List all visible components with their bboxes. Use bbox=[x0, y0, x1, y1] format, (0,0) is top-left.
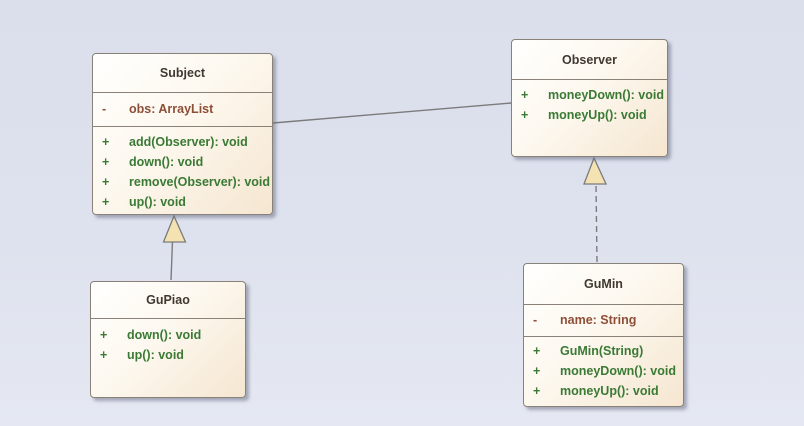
method-signature: up(): void bbox=[129, 195, 186, 209]
attribute-row[interactable]: - obs: ArrayList bbox=[93, 99, 272, 119]
class-observer[interactable]: Observer + moneyDown(): void + moneyUp()… bbox=[511, 39, 668, 157]
method-signature: moneyDown(): void bbox=[560, 364, 676, 378]
method-row[interactable]: + up(): void bbox=[93, 192, 272, 212]
visibility-symbol: + bbox=[100, 348, 108, 362]
class-gupiao[interactable]: GuPiao + down(): void + up(): void bbox=[90, 281, 246, 398]
visibility-symbol: + bbox=[102, 135, 110, 149]
generalization-gupiao-subject[interactable] bbox=[162, 214, 187, 281]
visibility-symbol: + bbox=[102, 195, 110, 209]
attribute-row[interactable]: - name: String bbox=[524, 310, 683, 330]
class-title: GuPiao bbox=[146, 293, 190, 307]
method-row[interactable]: + moneyDown(): void bbox=[512, 85, 667, 105]
attributes-compartment: - obs: ArrayList bbox=[93, 92, 272, 126]
method-row[interactable]: + moneyDown(): void bbox=[524, 361, 683, 381]
methods-compartment: + moneyDown(): void + moneyUp(): void bbox=[512, 79, 667, 156]
method-signature: moneyUp(): void bbox=[548, 108, 647, 122]
visibility-symbol: + bbox=[521, 88, 529, 102]
class-title: GuMin bbox=[584, 277, 623, 291]
method-signature: GuMin(String) bbox=[560, 344, 644, 358]
method-signature: down(): void bbox=[127, 328, 202, 342]
realization-gumin-observer[interactable] bbox=[583, 156, 608, 263]
method-row[interactable]: + down(): void bbox=[93, 152, 272, 172]
method-signature: moneyDown(): void bbox=[548, 88, 664, 102]
association-subject-observer[interactable] bbox=[272, 102, 512, 124]
class-title: Observer bbox=[562, 52, 617, 67]
visibility-symbol: - bbox=[533, 313, 538, 327]
method-signature: add(Observer): void bbox=[129, 135, 248, 149]
method-signature: moneyUp(): void bbox=[560, 384, 659, 398]
class-gumin[interactable]: GuMin - name: String + GuMin(String) + m… bbox=[523, 263, 684, 407]
methods-compartment: + add(Observer): void + down(): void + r… bbox=[93, 126, 272, 214]
class-subject[interactable]: Subject - obs: ArrayList + add(Observer)… bbox=[92, 53, 273, 215]
attribute-signature: obs: ArrayList bbox=[129, 102, 214, 116]
class-title: Subject bbox=[159, 66, 206, 80]
visibility-symbol: + bbox=[100, 328, 108, 342]
method-signature: remove(Observer): void bbox=[129, 175, 271, 189]
visibility-symbol: + bbox=[533, 384, 541, 398]
method-row[interactable]: + down(): void bbox=[91, 325, 245, 345]
realization-arrowhead-icon bbox=[583, 156, 608, 185]
method-row[interactable]: + up(): void bbox=[91, 345, 245, 365]
method-signature: up(): void bbox=[127, 348, 184, 362]
visibility-symbol: - bbox=[102, 102, 107, 116]
visibility-symbol: + bbox=[533, 344, 541, 358]
method-row[interactable]: + add(Observer): void bbox=[93, 132, 272, 152]
generalization-arrowhead-icon bbox=[162, 214, 187, 243]
visibility-symbol: + bbox=[102, 155, 110, 169]
visibility-symbol: + bbox=[521, 108, 529, 122]
method-row[interactable]: + remove(Observer): void bbox=[93, 172, 272, 192]
method-row[interactable]: + GuMin(String) bbox=[524, 341, 683, 361]
method-row[interactable]: + moneyUp(): void bbox=[512, 105, 667, 125]
method-signature: down(): void bbox=[129, 155, 204, 169]
methods-compartment: + GuMin(String) + moneyDown(): void + mo… bbox=[524, 336, 683, 406]
method-row[interactable]: + moneyUp(): void bbox=[524, 381, 683, 401]
visibility-symbol: + bbox=[102, 175, 110, 189]
attributes-compartment: - name: String bbox=[524, 304, 683, 336]
methods-compartment: + down(): void + up(): void bbox=[91, 318, 245, 397]
visibility-symbol: + bbox=[533, 364, 541, 378]
attribute-signature: name: String bbox=[560, 313, 637, 327]
